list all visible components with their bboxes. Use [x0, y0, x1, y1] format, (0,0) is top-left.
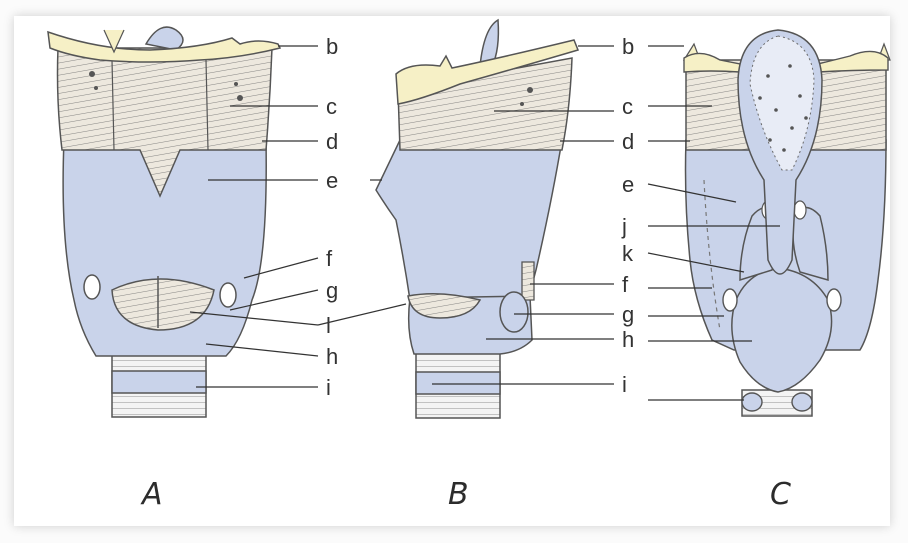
label-a-d: d: [326, 129, 338, 154]
label-a-i: i: [326, 375, 331, 400]
cricothyroid-joint-b: [500, 292, 528, 332]
panel-b: [376, 20, 578, 418]
tracheal-ring-a: [112, 371, 206, 393]
caption-c: C: [770, 477, 791, 512]
label-a-l: l: [326, 313, 331, 338]
label-b-b: b: [622, 34, 634, 59]
panel-a: [48, 27, 280, 417]
cricoid-lamina-c: [732, 268, 832, 392]
label-b-d: d: [622, 129, 634, 154]
label-b-h: h: [622, 327, 634, 352]
label-a-b: b: [326, 34, 338, 59]
inferior-horn-left-a: [84, 275, 100, 299]
label-b-f: f: [622, 272, 629, 297]
label-a-e: e: [326, 168, 338, 193]
label-b-i: i: [622, 372, 627, 397]
label-b-c: c: [622, 94, 633, 119]
caption-a: A: [140, 477, 163, 512]
caption-b: B: [448, 477, 469, 512]
label-a-c: c: [326, 94, 337, 119]
label-a-f: f: [326, 246, 333, 271]
label-b-e: e: [622, 172, 634, 197]
label-b-g: g: [622, 302, 634, 327]
inferior-horn-right-a: [220, 283, 236, 307]
epiglottis-tip-a: [146, 27, 183, 50]
panel-c: [684, 30, 890, 416]
label-c-k: k: [622, 241, 634, 266]
tracheal-ring-b: [416, 372, 500, 394]
label-c-j: j: [621, 214, 627, 239]
label-a-g: g: [326, 278, 338, 303]
label-a-h: h: [326, 344, 338, 369]
